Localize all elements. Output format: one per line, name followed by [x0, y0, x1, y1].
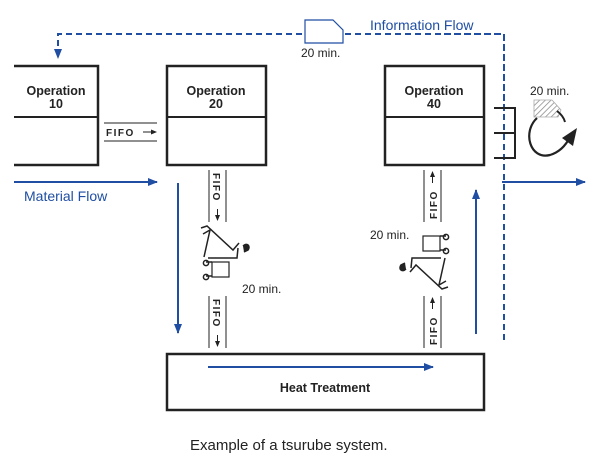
fifo-lane-op20-upper: FIFO — [208, 170, 227, 222]
heat-treatment-box[interactable]: Heat Treatment — [165, 352, 486, 412]
fifo-lane-op20-lower: FIFO — [208, 296, 227, 348]
figure-caption: Example of a tsurube system. — [190, 437, 388, 454]
operation-40-title: Operation — [404, 84, 463, 98]
operator-cart-icon — [200, 225, 250, 281]
information-flow-label: Information Flow — [370, 17, 474, 33]
cycle-time-label: 20 min. — [530, 84, 569, 98]
op40-cart-time-label: 20 min. — [370, 228, 409, 242]
kanban-signal-icon — [304, 19, 344, 44]
fifo-lane-op40-upper: FIFO — [423, 170, 442, 222]
information-flow-line — [54, 33, 505, 340]
operator-cart-icon — [399, 233, 450, 290]
op20-cart-time-label: 20 min. — [242, 282, 281, 296]
fifo-label: FIFO — [106, 128, 135, 139]
withdrawal-loop-icon — [528, 99, 577, 157]
info-time-label: 20 min. — [301, 46, 340, 60]
operation-40-number: 40 — [427, 97, 441, 111]
fifo-label: FIFO — [210, 299, 221, 328]
operation-10-number: 10 — [49, 97, 63, 111]
operation-40-box[interactable]: Operation 40 — [383, 64, 486, 167]
operation-20-number: 20 — [209, 97, 223, 111]
heat-treatment-label: Heat Treatment — [280, 381, 371, 395]
operation-10-box[interactable]: Operation 10 — [14, 64, 100, 167]
operation-20-title: Operation — [186, 84, 245, 98]
fifo-label: FIFO — [210, 173, 221, 202]
fifo-lane-op40-lower: FIFO — [423, 296, 442, 348]
operation-10-title: Operation — [26, 84, 85, 98]
fifo-label: FIFO — [429, 316, 440, 345]
material-flow-label: Material Flow — [24, 188, 108, 204]
supermarket-icon — [494, 107, 516, 159]
fifo-label: FIFO — [429, 190, 440, 219]
operation-20-box[interactable]: Operation 20 — [165, 64, 268, 167]
fifo-lane-op10-op20: FIFO — [104, 122, 157, 142]
